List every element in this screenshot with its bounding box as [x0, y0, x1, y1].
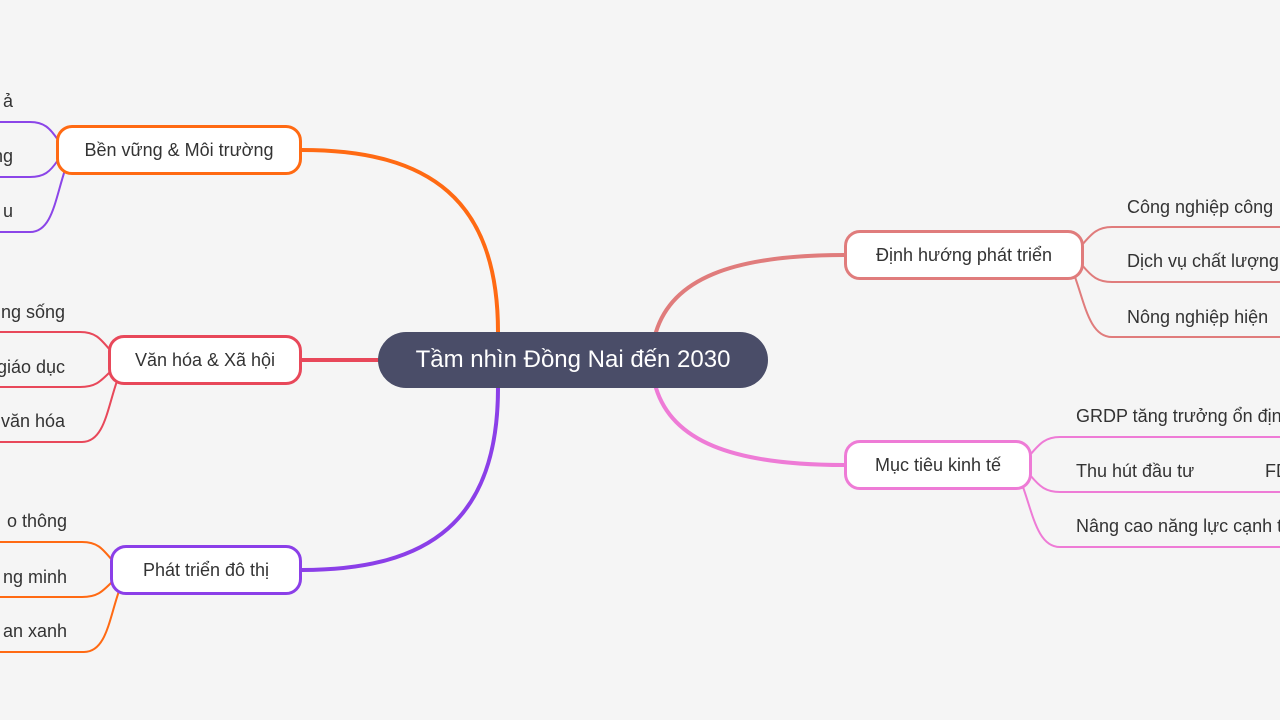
- leaf-topic-extra[interactable]: FD: [1265, 461, 1280, 481]
- connector-muc-tieu: [654, 386, 846, 467]
- connector-do-thi: [300, 386, 500, 572]
- leaf-topic[interactable]: ng: [0, 146, 13, 166]
- child-connector: [0, 159, 59, 178]
- branch-dinh-huong-phat-trien[interactable]: Định hướng phát triển: [844, 230, 1084, 280]
- branch-label: Mục tiêu kinh tế: [874, 454, 1002, 475]
- leaf-topic[interactable]: ả: [2, 91, 13, 111]
- leaf-topic[interactable]: GRDP tăng trưởng ổn địn: [1076, 406, 1280, 426]
- branch-ben-vung-moi-truong[interactable]: Bền vững & Môi trường: [56, 125, 302, 175]
- leaf-topic[interactable]: Công nghiệp công: [1127, 197, 1274, 217]
- branch-van-hoa-xa-hoi[interactable]: Văn hóa & Xã hội: [108, 335, 302, 385]
- branch-label: Bền vững & Môi trường: [84, 139, 274, 160]
- leaf-topic[interactable]: ng minh: [2, 567, 67, 587]
- child-connector: [0, 581, 113, 598]
- child-connector: [1081, 264, 1280, 283]
- child-connector: [0, 541, 113, 561]
- child-connector: [0, 331, 111, 351]
- child-connector: [1022, 486, 1280, 548]
- leaf-topic[interactable]: Thu hút đầu tư: [1076, 461, 1195, 481]
- central-topic[interactable]: Tầm nhìn Đồng Nai đến 2030: [378, 332, 768, 388]
- leaf-topic[interactable]: giáo dục: [0, 357, 65, 377]
- branch-label: Định hướng phát triển: [876, 244, 1052, 265]
- connector-ben-vung: [300, 148, 500, 334]
- branch-muc-tieu-kinh-te[interactable]: Mục tiêu kinh tế: [844, 440, 1032, 490]
- child-connector: [0, 590, 120, 653]
- branch-label: Phát triển đô thị: [142, 559, 270, 580]
- leaf-topic[interactable]: u: [2, 201, 13, 221]
- leaf-topic[interactable]: văn hóa: [0, 411, 65, 431]
- central-topic-label: Tầm nhìn Đồng Nai đến 2030: [415, 346, 731, 373]
- child-connector: [1074, 276, 1280, 338]
- leaf-topic[interactable]: Dịch vụ chất lượng: [1127, 251, 1279, 271]
- leaf-topic[interactable]: Nông nghiệp hiện: [1127, 307, 1269, 327]
- child-connector: [0, 371, 111, 388]
- child-connector: [1029, 474, 1280, 493]
- branch-label: Văn hóa & Xã hội: [134, 349, 276, 370]
- child-connector: [1081, 226, 1280, 246]
- child-connector: [0, 380, 118, 443]
- child-connector: [0, 121, 59, 141]
- leaf-topic[interactable]: Nâng cao năng lực cạnh t: [1076, 516, 1280, 536]
- leaf-topic[interactable]: o thông: [6, 511, 67, 531]
- leaf-topic[interactable]: an xanh: [2, 621, 67, 641]
- connector-dinh-huong: [654, 253, 846, 334]
- leaf-topic[interactable]: ng sống: [0, 302, 65, 322]
- branch-phat-trien-do-thi[interactable]: Phát triển đô thị: [110, 545, 302, 595]
- child-connector: [0, 169, 66, 233]
- child-connector: [1029, 436, 1280, 456]
